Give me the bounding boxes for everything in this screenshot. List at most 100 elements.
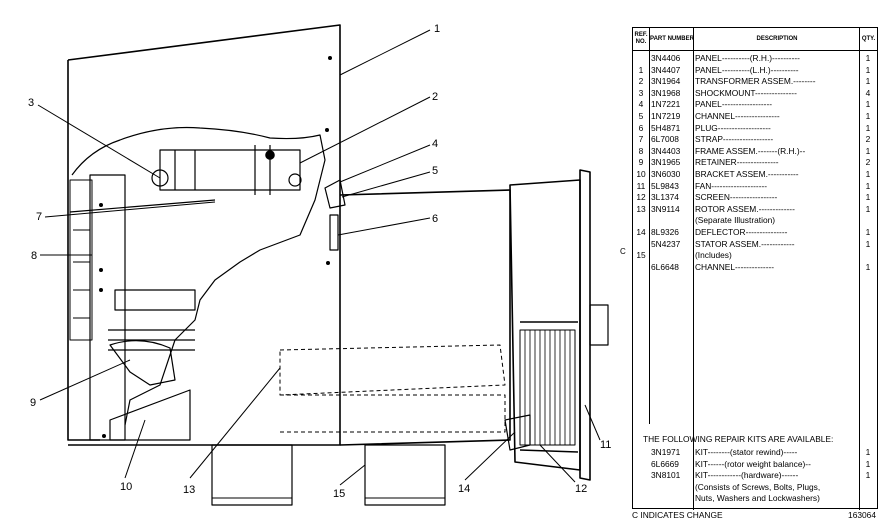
row-description: (Separate Illustration) bbox=[695, 215, 776, 226]
row-description: PANEL----------(R.H.)---------- bbox=[695, 53, 800, 63]
row-description: SCREEN----------------- bbox=[695, 192, 778, 203]
callout-1: 1 bbox=[434, 23, 440, 35]
parts-list-table: REF. NO. PART NUMBER DESCRIPTION QTY. 3N… bbox=[632, 27, 878, 510]
callout-4: 4 bbox=[432, 138, 438, 150]
row-qty: 1 bbox=[865, 99, 871, 110]
retainer bbox=[109, 340, 176, 386]
row-ref: 2 bbox=[638, 76, 644, 87]
row-part-number: 3N4403 bbox=[651, 145, 681, 156]
callout-6: 6 bbox=[432, 213, 438, 225]
row-qty: 1 bbox=[865, 145, 871, 156]
callout-13: 13 bbox=[183, 484, 195, 496]
row-qty: 1 bbox=[865, 261, 871, 272]
rotor-outline bbox=[279, 344, 506, 433]
row-ref: 9 bbox=[638, 157, 644, 168]
row-part-number: 3N1964 bbox=[651, 76, 681, 87]
row-ref: 12 bbox=[636, 192, 646, 203]
row-part-number: 5N4237 bbox=[651, 238, 681, 249]
kit-part-number: 6L6669 bbox=[651, 458, 679, 469]
row-qty: 1 bbox=[865, 227, 871, 237]
row-part-number: 5L9843 bbox=[651, 180, 679, 191]
row-ref: 7 bbox=[638, 134, 644, 145]
kit-part-number: 3N8101 bbox=[651, 470, 681, 481]
kit-qty: 1 bbox=[865, 458, 871, 469]
housing-body bbox=[339, 189, 511, 446]
row-description: (Includes) bbox=[695, 250, 732, 261]
header-description: DESCRIPTION bbox=[756, 35, 798, 42]
change-note: C INDICATES CHANGE bbox=[632, 510, 723, 520]
row-qty: 1 bbox=[865, 169, 871, 179]
base-frame bbox=[114, 289, 196, 311]
figure-number: 163064 bbox=[848, 510, 876, 520]
callout-9: 9 bbox=[30, 397, 36, 409]
row-ref: 3 bbox=[638, 87, 644, 98]
row-part-number: 1N7221 bbox=[651, 99, 681, 110]
row-qty: 1 bbox=[865, 192, 871, 203]
row-ref: 5 bbox=[638, 111, 644, 121]
left-frame bbox=[89, 174, 126, 441]
row-ref: 4 bbox=[638, 99, 644, 110]
row-description: STATOR ASSEM.------------ bbox=[695, 238, 795, 249]
row-part-number: 3L1374 bbox=[651, 192, 679, 203]
channel-plug bbox=[324, 179, 346, 251]
deflector bbox=[504, 414, 531, 451]
row-ref: 1 bbox=[638, 64, 644, 75]
row-qty: 1 bbox=[865, 76, 871, 87]
row-description: BRACKET ASSEM.----------- bbox=[695, 169, 799, 179]
kit-description: (Consists of Screws, Bolts, Plugs, bbox=[695, 481, 821, 492]
row-ref: 8 bbox=[638, 145, 644, 156]
row-description: PANEL----------(L.H.)---------- bbox=[695, 64, 799, 75]
transformer bbox=[159, 145, 301, 195]
row-qty: 1 bbox=[865, 64, 871, 75]
row-ref: 14 bbox=[636, 227, 646, 237]
page-footer: C INDICATES CHANGE 163064 bbox=[632, 508, 878, 524]
row-description: ROTOR ASSEM.------------- bbox=[695, 203, 795, 214]
end-plate bbox=[579, 169, 591, 481]
shaft-hub bbox=[589, 304, 609, 346]
kit-description: KIT--------(stator rewind)----- bbox=[695, 447, 798, 457]
row-qty: 1 bbox=[865, 111, 871, 121]
callout-7: 7 bbox=[36, 211, 42, 223]
callout-8: 8 bbox=[31, 250, 37, 262]
kit-description: KIT------(rotor weight balance)-- bbox=[695, 458, 811, 469]
row-description: PANEL------------------ bbox=[695, 99, 773, 110]
header-part: PART NUMBER bbox=[650, 35, 694, 42]
row-description: SHOCKMOUNT--------------- bbox=[695, 87, 797, 98]
row-part-number: 1N7219 bbox=[651, 111, 681, 121]
row-part-number: 3N6030 bbox=[651, 169, 681, 179]
callout-15: 15 bbox=[333, 488, 345, 500]
stator-channel-right bbox=[364, 444, 446, 506]
row-description: CHANNEL---------------- bbox=[695, 111, 780, 121]
row-part-number: 6L6648 bbox=[651, 261, 679, 272]
strap bbox=[69, 199, 216, 213]
cutaway-edge bbox=[71, 126, 326, 426]
row-description: TRANSFORMER ASSEM.-------- bbox=[695, 76, 816, 87]
callout-11: 11 bbox=[600, 439, 611, 451]
table-header: REF. NO. PART NUMBER DESCRIPTION QTY. bbox=[633, 28, 877, 51]
kit-qty: 1 bbox=[865, 447, 871, 457]
row-ref: 15 bbox=[636, 250, 646, 261]
row-description: CHANNEL-------------- bbox=[695, 261, 775, 272]
row-part-number: 5H4871 bbox=[651, 122, 681, 133]
row-description: RETAINER--------------- bbox=[695, 157, 779, 168]
row-qty: 1 bbox=[865, 203, 871, 214]
left-panel bbox=[69, 179, 93, 341]
row-part-number: 8L9326 bbox=[651, 227, 679, 237]
header-ref: REF. NO. bbox=[634, 32, 648, 45]
row-description: FRAME ASSEM.-------(R.H.)-- bbox=[695, 145, 806, 156]
callout-2: 2 bbox=[432, 91, 438, 103]
callout-10: 10 bbox=[120, 481, 132, 493]
stator-channel-left bbox=[211, 444, 293, 506]
row-description: FAN-------------------- bbox=[695, 180, 768, 191]
row-ref: 6 bbox=[638, 122, 644, 133]
row-part-number: 6L7008 bbox=[651, 134, 679, 145]
callout-3: 3 bbox=[28, 97, 34, 109]
row-part-number: 3N1968 bbox=[651, 87, 681, 98]
header-qty: QTY. bbox=[861, 35, 876, 42]
kit-description: Nuts, Washers and Lockwashers) bbox=[695, 493, 820, 504]
row-part-number: 3N1965 bbox=[651, 157, 681, 168]
row-description: STRAP------------------ bbox=[695, 134, 774, 145]
callout-5: 5 bbox=[432, 165, 438, 177]
kit-part-number: 3N1971 bbox=[651, 447, 681, 457]
row-qty: 1 bbox=[865, 238, 871, 249]
